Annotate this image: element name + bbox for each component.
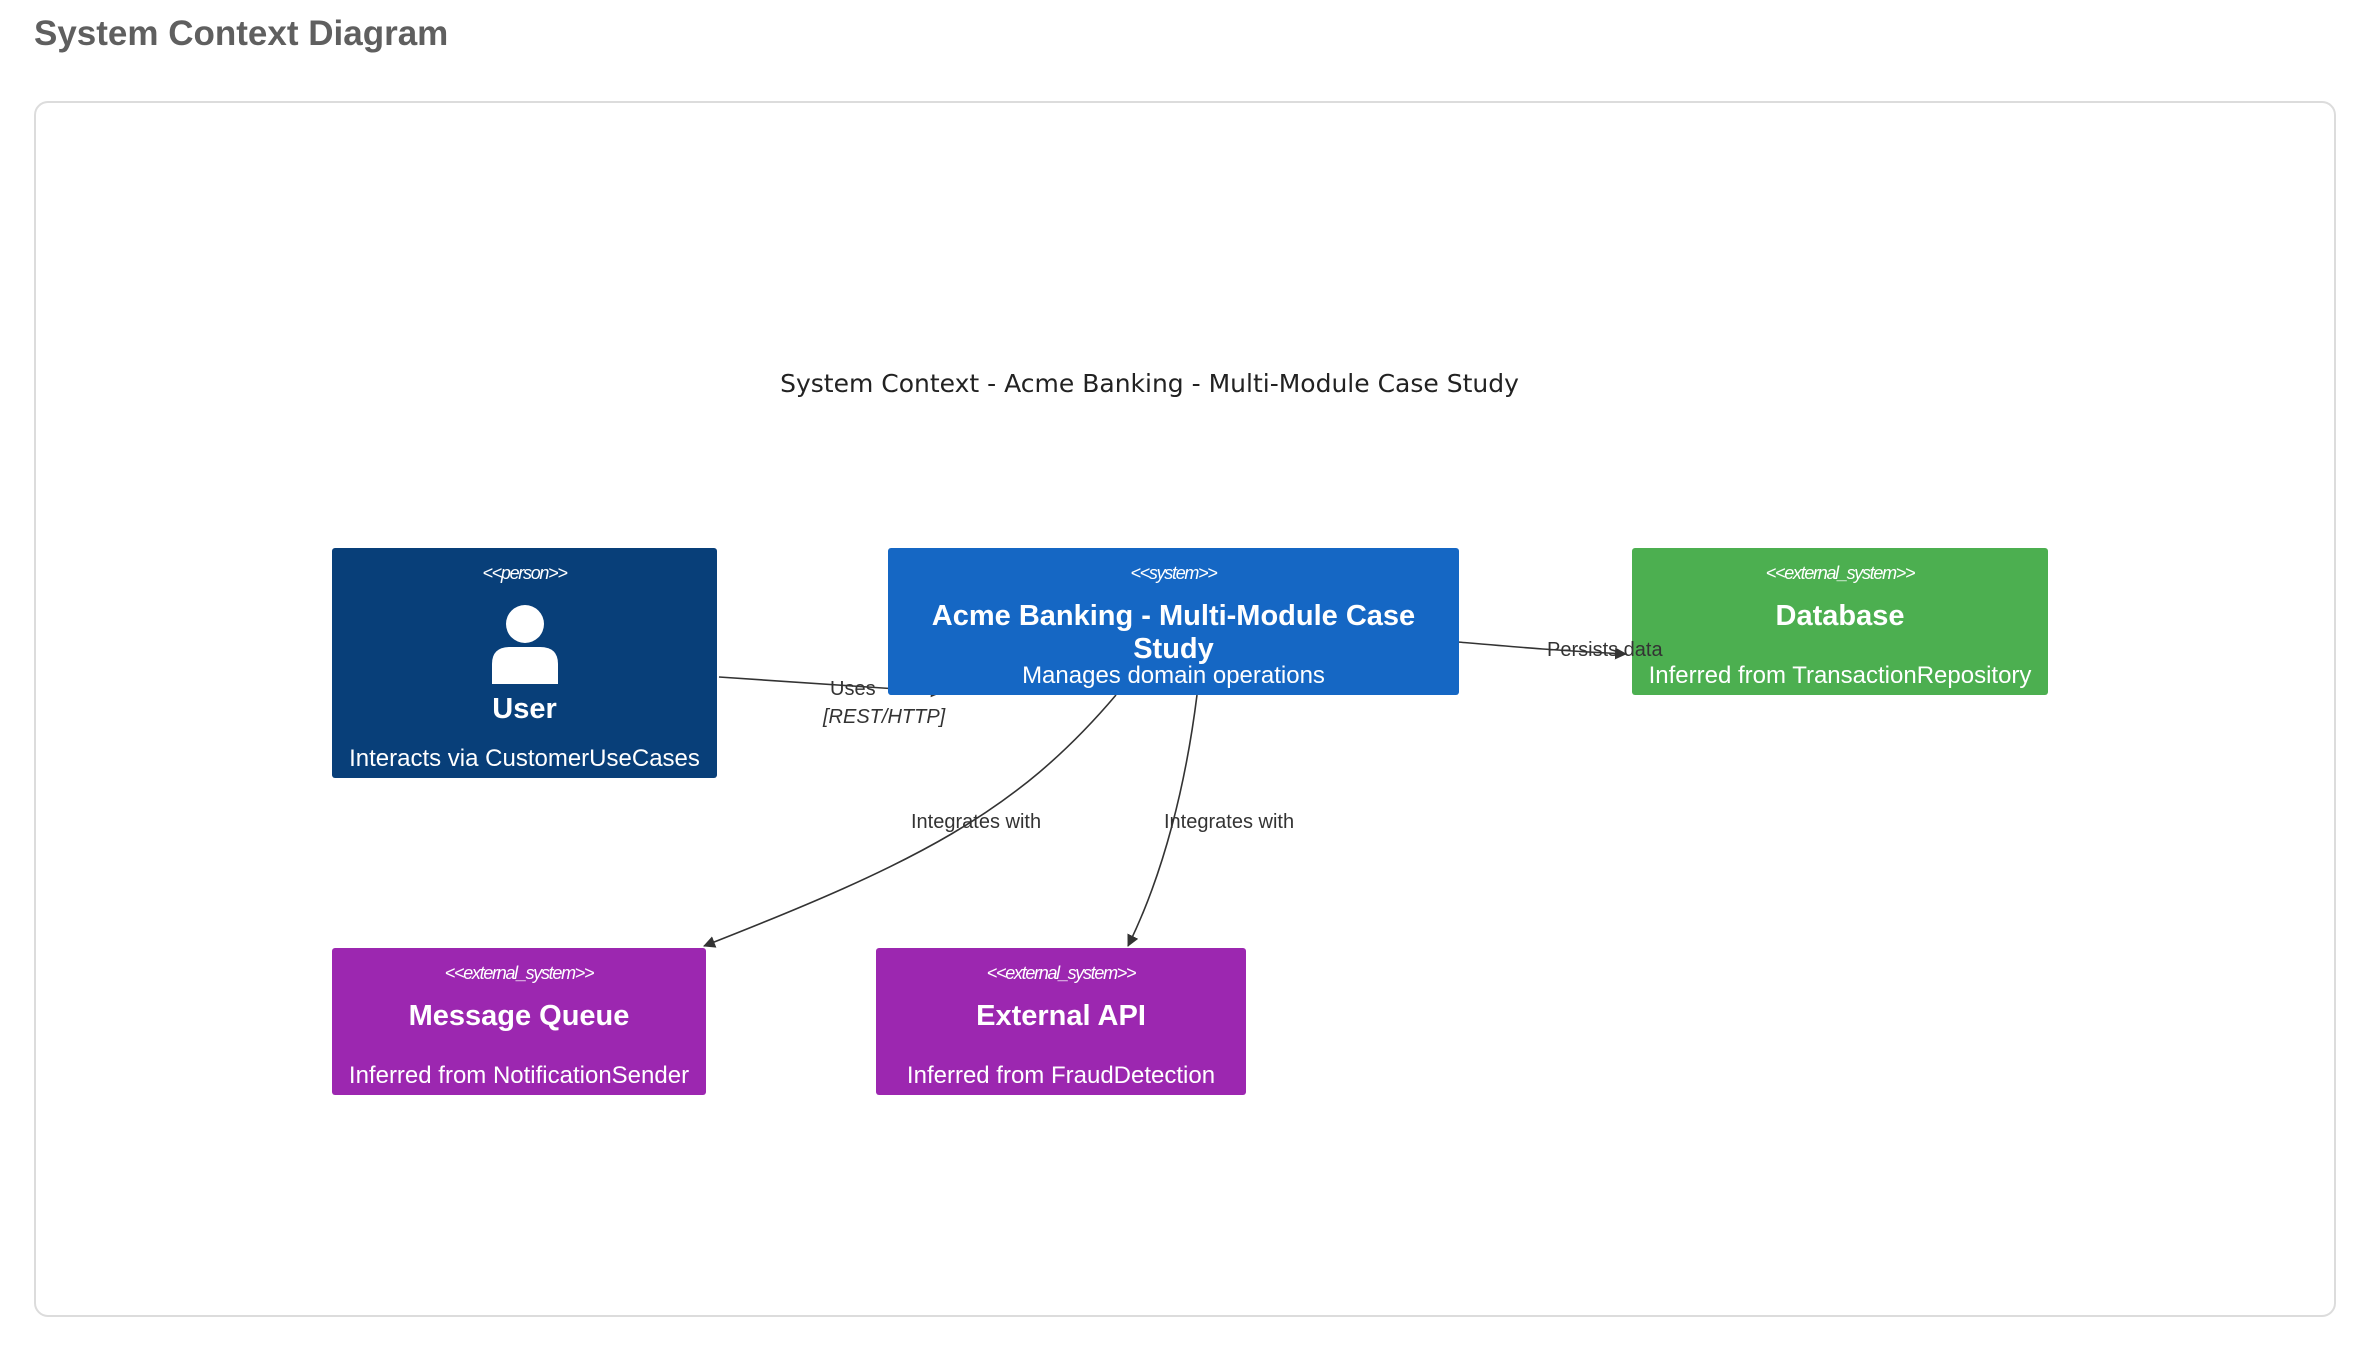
acme-stereotype: <<system>> [1130, 563, 1217, 583]
user-description: Interacts via CustomerUseCases [349, 745, 700, 772]
user-node[interactable]: <<person>> User Interacts via CustomerUs… [332, 548, 717, 778]
external-api-name: External API [976, 1000, 1146, 1032]
external-api-description: Inferred from FraudDetection [906, 1062, 1216, 1089]
message-queue-description: Inferred from NotificationSender [348, 1062, 690, 1089]
edge-acme-to-external-api [1127, 694, 1198, 947]
external-api-node[interactable]: <<external_system>> External API Inferre… [876, 948, 1246, 1095]
edge-label-integrates-with-mq: Integrates with [911, 811, 1042, 833]
user-name: User [492, 693, 557, 725]
message-queue-stereotype: <<external_system>> [444, 963, 595, 983]
message-queue-name: Message Queue [408, 1000, 630, 1032]
edge-acme-to-database [1457, 641, 1627, 660]
diagram-title: System Context - Acme Banking - Multi-Mo… [780, 369, 1519, 398]
external-api-stereotype: <<external_system>> [986, 963, 1137, 983]
edge-technology-rest-http: [REST/HTTP] [823, 706, 946, 728]
diagram-panel: System Context - Acme Banking - Multi-Mo… [34, 101, 2336, 1317]
edge-label-uses: Uses [830, 678, 876, 700]
person-icon [491, 605, 558, 684]
message-queue-node[interactable]: <<external_system>> Message Queue Inferr… [332, 948, 706, 1095]
edge-label-persists-data: Persists data [1547, 639, 1663, 661]
database-description: Inferred from TransactionRepository [1648, 662, 2032, 689]
database-stereotype: <<external_system>> [1765, 563, 1916, 583]
database-name: Database [1775, 600, 1905, 632]
database-node[interactable]: <<external_system>> Database Inferred fr… [1632, 548, 2048, 695]
user-stereotype: <<person>> [482, 563, 567, 583]
page-title: System Context Diagram [34, 14, 449, 53]
edge-label-integrates-with-api: Integrates with [1164, 811, 1295, 833]
acme-name: Acme Banking - Multi-Module Case Study [931, 600, 1416, 665]
edge-acme-to-message-queue [703, 694, 1117, 948]
acme-description: Manages domain operations [1022, 662, 1325, 689]
acme-system-node[interactable]: <<system>> Acme Banking - Multi-Module C… [888, 548, 1459, 695]
